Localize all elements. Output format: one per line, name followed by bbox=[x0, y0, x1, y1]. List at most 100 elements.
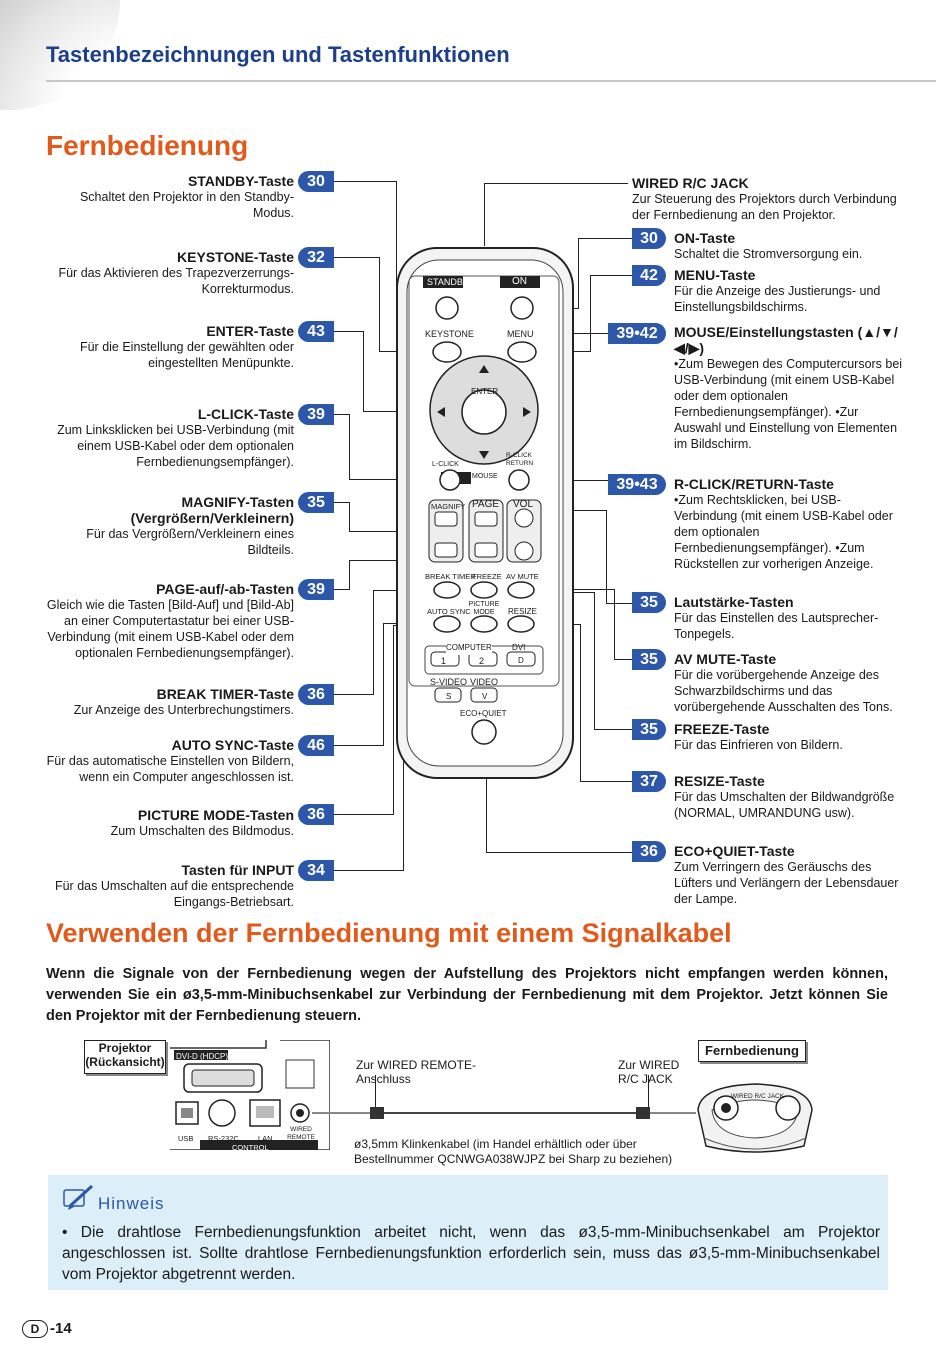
lclick-button bbox=[439, 469, 461, 491]
callout-line bbox=[349, 531, 429, 532]
page-badge: 39 bbox=[298, 579, 334, 600]
remote-label: VOL bbox=[513, 499, 534, 510]
standby-label-bg bbox=[423, 276, 463, 288]
remote-label: 1 bbox=[441, 656, 447, 666]
callout-line bbox=[484, 183, 485, 246]
remote-label: PAGE bbox=[472, 499, 500, 510]
page-badge: 35 bbox=[632, 649, 666, 670]
section-title-cable: Verwenden der Fernbedienung mit einem Si… bbox=[46, 918, 732, 948]
label-magnify: MAGNIFY-Tasten (Vergrößern/Verkleinern)F… bbox=[86, 494, 294, 557]
page-number: D-14 bbox=[22, 1320, 72, 1338]
projector-label: Projektor (Rückansicht) bbox=[84, 1040, 166, 1074]
remote-label: S-VIDEO bbox=[430, 677, 468, 687]
note-text: • Die drahtlose Fernbedienungsfunktion a… bbox=[62, 1224, 880, 1283]
page-badge: 43 bbox=[298, 321, 334, 342]
remote-box-label: Fernbedienung bbox=[698, 1040, 806, 1062]
port-label: WIRED REMOTE bbox=[287, 1126, 315, 1141]
callout-line bbox=[580, 781, 632, 782]
remote-label: MAGNIFY bbox=[431, 502, 466, 511]
callout-line bbox=[393, 625, 394, 815]
callout-line bbox=[590, 275, 591, 352]
callout-line bbox=[606, 603, 632, 604]
page-badge: 46 bbox=[298, 735, 334, 756]
callout-line bbox=[334, 181, 396, 182]
callout-line bbox=[578, 238, 579, 308]
pointer-line bbox=[375, 1075, 376, 1107]
page-badge: 34 bbox=[298, 860, 334, 881]
port-label: RS-232C bbox=[208, 1134, 239, 1143]
rclick-button bbox=[508, 469, 530, 491]
page-badge: 36 bbox=[632, 841, 666, 862]
callout-line bbox=[594, 592, 595, 730]
callout-line bbox=[334, 745, 384, 746]
note-box bbox=[48, 1175, 888, 1290]
callout-line bbox=[614, 659, 632, 660]
projector-rear-panel bbox=[170, 1040, 330, 1150]
port-label: LAN bbox=[258, 1134, 273, 1143]
remote-label: D bbox=[518, 656, 524, 665]
on-label-bg bbox=[500, 276, 540, 288]
callout-line bbox=[349, 414, 350, 480]
remote-label: FREEZE bbox=[472, 572, 502, 581]
cable-caption: ø3,5mm Klinkenkabel (im Handel erhältlic… bbox=[354, 1137, 673, 1166]
callout-line bbox=[606, 510, 607, 604]
remote-label: PICTURE MODE bbox=[468, 601, 500, 616]
callout-line bbox=[334, 814, 394, 815]
remote-label: COMPUTER bbox=[446, 641, 492, 655]
remote-label: MOUSE bbox=[472, 473, 498, 480]
page-badge: 37 bbox=[632, 771, 666, 792]
callout-line bbox=[383, 623, 384, 746]
remote-label: MENU bbox=[507, 329, 534, 339]
callout-line bbox=[484, 183, 628, 184]
remote-label: V bbox=[482, 692, 488, 701]
remote-label: KEYSTONE bbox=[425, 329, 474, 339]
page-badge: 39•42 bbox=[608, 323, 666, 344]
callout-line bbox=[334, 257, 380, 258]
callout-line bbox=[590, 275, 632, 276]
callout-line bbox=[334, 694, 374, 695]
page-badge: 35 bbox=[298, 492, 334, 513]
callout-line bbox=[334, 589, 350, 590]
remote-label: ENTER bbox=[471, 387, 499, 396]
label-rclick: R-CLICK/RETURN-Taste•Zum Rechtsklicken, … bbox=[674, 476, 893, 571]
label-mouse: MOUSE/Einstellungstasten (▲/▼/◀/▶)•Zum B… bbox=[674, 324, 903, 451]
footer-page: -14 bbox=[50, 1320, 72, 1337]
remote-label: R-CLICK RETURN bbox=[506, 452, 534, 467]
page-badge: 39 bbox=[298, 404, 334, 425]
page-badge: 30 bbox=[298, 171, 334, 192]
remote-label: DVI bbox=[512, 643, 526, 652]
callout-line bbox=[594, 729, 632, 730]
keystone-button bbox=[432, 341, 462, 363]
page-badge: 30 bbox=[632, 228, 666, 249]
callout-line bbox=[614, 589, 615, 660]
page-badge: 35 bbox=[632, 719, 666, 740]
eco-quiet-button bbox=[471, 719, 497, 745]
callout-line bbox=[349, 502, 350, 532]
port-label: USB bbox=[178, 1134, 194, 1143]
header-divider bbox=[46, 80, 936, 82]
callout-line bbox=[556, 480, 608, 481]
remote-label: ECO+QUIET bbox=[460, 709, 507, 718]
callout-line bbox=[349, 479, 437, 480]
section-title-remote: Fernbedienung bbox=[46, 130, 249, 161]
remote-label: AV MUTE bbox=[506, 572, 539, 581]
pointer-line bbox=[648, 1075, 649, 1107]
page-badge: 36 bbox=[298, 684, 334, 705]
callout-line bbox=[578, 238, 632, 239]
remote-label: 2 bbox=[479, 656, 485, 666]
page-badge: 39•43 bbox=[608, 474, 666, 495]
